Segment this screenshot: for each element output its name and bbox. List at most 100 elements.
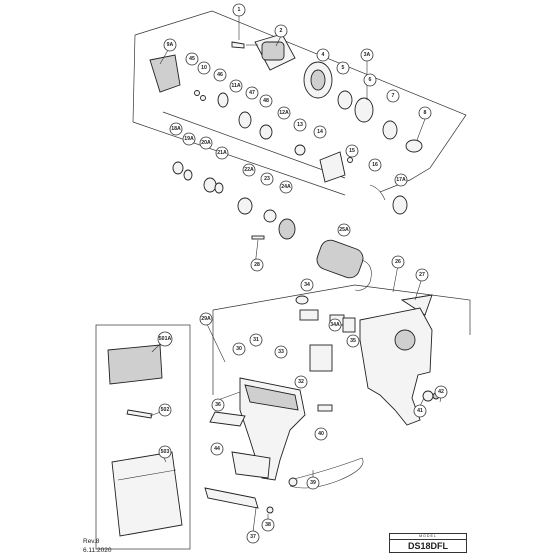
svg-text:23: 23: [264, 176, 270, 182]
svg-text:40: 40: [318, 431, 324, 437]
svg-text:45: 45: [189, 56, 195, 62]
accessory-battery: [107, 344, 163, 385]
callout-2: 2: [274, 24, 288, 38]
callout-4: 4: [316, 48, 330, 62]
callout-29a: 29A: [199, 312, 213, 326]
callout-33: 33: [274, 345, 288, 359]
callout-34a: 34A: [328, 318, 342, 332]
callout-32: 32: [294, 375, 308, 389]
callout-30: 30: [232, 342, 246, 356]
keyless-chuck: [231, 33, 296, 71]
svg-text:35: 35: [350, 338, 356, 344]
callout-1: 1: [232, 3, 246, 17]
svg-text:12A: 12A: [279, 110, 289, 116]
svg-text:7: 7: [392, 93, 395, 99]
callout-21a: 21A: [215, 146, 229, 160]
svg-text:42: 42: [438, 389, 444, 395]
svg-text:48: 48: [263, 98, 269, 104]
callout-46: 46: [213, 68, 227, 82]
svg-text:502: 502: [161, 407, 170, 413]
gear-set-upper: [337, 90, 423, 153]
callout-45: 45: [185, 52, 199, 66]
callout-24a: 24A: [279, 180, 293, 194]
svg-text:27: 27: [419, 272, 425, 278]
revision-date: 6.11.2020: [83, 547, 112, 554]
svg-text:38: 38: [265, 522, 271, 528]
callout-26: 26: [391, 255, 405, 269]
callout-13: 13: [293, 118, 307, 132]
callout-502: 502: [158, 403, 172, 417]
svg-text:14: 14: [317, 129, 323, 135]
callout-48: 48: [259, 94, 273, 108]
svg-text:33: 33: [278, 349, 284, 355]
callout-23: 23: [260, 172, 274, 186]
motor: [316, 239, 372, 291]
svg-text:501A: 501A: [159, 336, 172, 342]
svg-text:8: 8: [424, 110, 427, 116]
callout-501a: 501A: [157, 331, 173, 347]
housing-left: [209, 377, 306, 481]
callout-31: 31: [249, 333, 263, 347]
svg-text:41: 41: [417, 408, 423, 414]
svg-text:4: 4: [322, 52, 325, 58]
callout-20a: 20A: [199, 136, 213, 150]
svg-text:3A: 3A: [364, 52, 371, 58]
svg-text:19A: 19A: [184, 136, 194, 142]
svg-text:21A: 21A: [217, 150, 227, 156]
svg-text:1: 1: [238, 7, 241, 13]
svg-text:22A: 22A: [244, 167, 254, 173]
callout-40: 40: [314, 427, 328, 441]
svg-text:18A: 18A: [171, 126, 181, 132]
callout-9a: 9A: [163, 38, 177, 52]
svg-text:44: 44: [214, 446, 220, 452]
accessory-case: [111, 451, 183, 537]
callout-27: 27: [415, 268, 429, 282]
callout-28: 28: [250, 258, 264, 272]
svg-text:32: 32: [298, 379, 304, 385]
callout-22a: 22A: [242, 163, 256, 177]
svg-text:29A: 29A: [201, 316, 211, 322]
belt-hook: [204, 457, 364, 514]
model-name: DS18DFL: [407, 541, 448, 551]
svg-text:10: 10: [201, 65, 207, 71]
housing-right: [359, 307, 440, 426]
svg-text:37: 37: [250, 534, 256, 540]
model-box: MODEL DS18DFL: [389, 533, 467, 553]
callout-7: 7: [386, 89, 400, 103]
callout-47: 47: [245, 86, 259, 100]
callout-14: 14: [313, 125, 327, 139]
callout-34: 34: [300, 278, 314, 292]
model-caption: MODEL: [390, 534, 466, 540]
callout-18a: 18A: [169, 122, 183, 136]
svg-text:17A: 17A: [396, 177, 406, 183]
svg-text:503: 503: [161, 449, 170, 455]
svg-text:28: 28: [254, 262, 260, 268]
callout-41: 41: [413, 404, 427, 418]
clutch-ring: [303, 61, 333, 99]
svg-text:5: 5: [342, 65, 345, 71]
callout-5: 5: [336, 61, 350, 75]
callout-38: 38: [261, 518, 275, 532]
callout-11a: 11A: [229, 79, 243, 93]
revision-label: Rev.8: [83, 538, 100, 545]
callout-10: 10: [197, 61, 211, 75]
callout-25a: 25A: [337, 223, 351, 237]
callout-17a: 17A: [394, 173, 408, 187]
callout-16: 16: [368, 158, 382, 172]
callout-44: 44: [210, 442, 224, 456]
svg-text:13: 13: [297, 122, 303, 128]
svg-text:20A: 20A: [201, 140, 211, 146]
callout-12a: 12A: [277, 106, 291, 120]
svg-text:47: 47: [249, 90, 255, 96]
callout-19a: 19A: [182, 132, 196, 146]
callout-503: 503: [158, 445, 172, 459]
accessories-frame: [95, 324, 191, 550]
callout-39: 39: [306, 476, 320, 490]
housing-group-frame: [212, 284, 471, 395]
svg-text:39: 39: [310, 480, 316, 486]
svg-text:25A: 25A: [339, 227, 349, 233]
callout-37: 37: [246, 530, 260, 544]
spindle-parts: [149, 54, 408, 215]
svg-text:24A: 24A: [281, 184, 291, 190]
svg-text:34: 34: [304, 282, 310, 288]
